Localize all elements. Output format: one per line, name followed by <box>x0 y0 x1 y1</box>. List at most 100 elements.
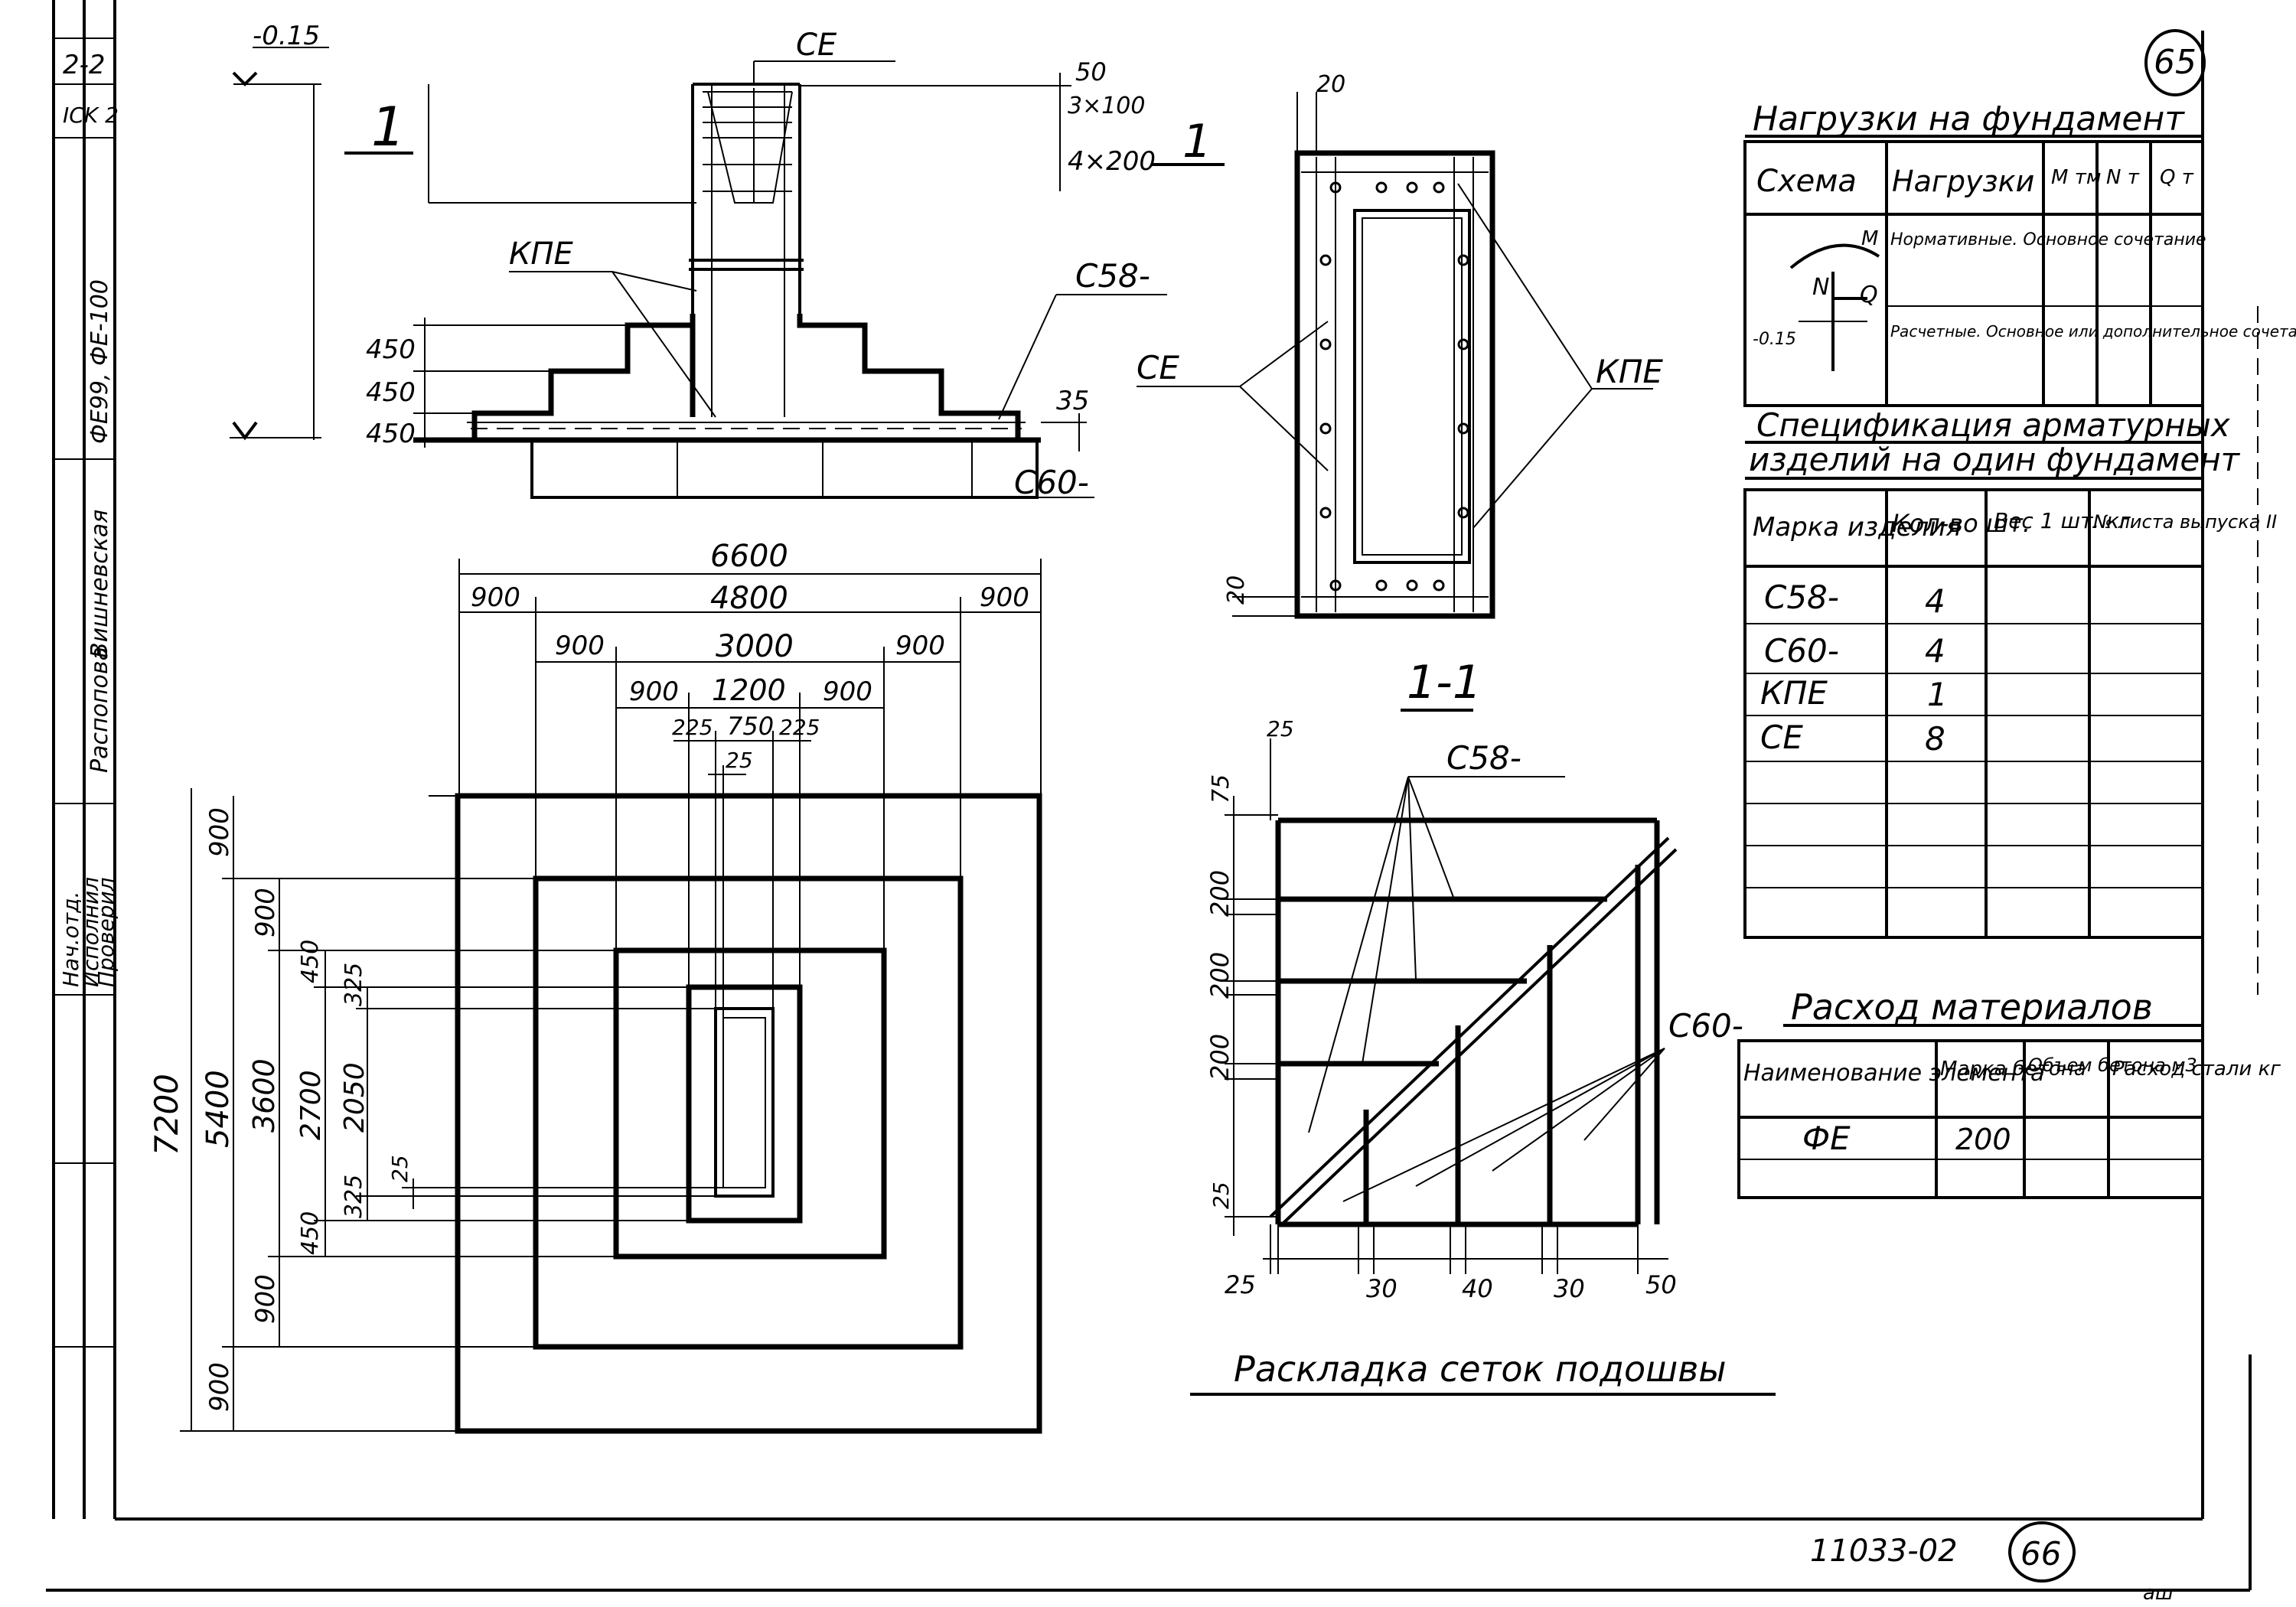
materials-grade-1: 200 <box>1955 1123 2011 1156</box>
loads-table: Нагрузки на фундамент Схема Нагрузки М т… <box>1743 99 2296 407</box>
column-label-kpe: КПЕ <box>1596 353 1663 390</box>
spec-qty-4: 8 <box>1925 720 1945 758</box>
title-block-code-1: 2-2 <box>63 50 106 80</box>
title-block-row-2: Исполнил <box>78 877 103 987</box>
title-block-product: ФЕ99, ФЕ-100 <box>86 279 113 444</box>
scheme-n: N <box>1812 274 1829 301</box>
spec-mark-4: СЕ <box>1760 719 1803 756</box>
plan-dim-325-bottom: 325 <box>341 1175 367 1218</box>
section-dim-40: 40 <box>1462 1274 1493 1303</box>
loads-header-scheme: Схема <box>1756 164 1857 199</box>
plan-dim-900-d: 900 <box>895 631 945 661</box>
plan-dim-25-v: 25 <box>387 1155 413 1182</box>
plan-dim-900-a: 900 <box>471 582 520 613</box>
section-dim-200-3: 200 <box>1205 1034 1234 1081</box>
plan-dim-3000: 3000 <box>716 629 794 664</box>
plan-dim-900-e: 900 <box>629 676 679 707</box>
materials-title: Расход материалов <box>1791 986 2153 1028</box>
section-dim-30-b: 30 <box>1554 1274 1585 1303</box>
loads-header-n: N т <box>2106 166 2140 189</box>
dim-450-2: 450 <box>366 377 416 408</box>
spec-header-mark: Марка изделия <box>1753 512 1962 543</box>
elevation-label-ce: СЕ <box>796 28 837 63</box>
section-dim-200-2: 200 <box>1205 952 1234 999</box>
scheme-q: Q <box>1860 282 1878 308</box>
scheme-level: -0.15 <box>1753 330 1796 349</box>
column-label-ce: СЕ <box>1137 349 1179 386</box>
materials-header-volume: Объем бетона м3 <box>2028 1054 2197 1076</box>
dim-50: 50 <box>1075 57 1107 86</box>
spec-qty-2: 4 <box>1925 632 1945 670</box>
page-number-text: 65 <box>2154 43 2197 82</box>
dim-450-1: 450 <box>366 334 416 365</box>
section-label-c58: С58- <box>1446 739 1521 777</box>
spec-mark-3: КПЕ <box>1760 674 1828 712</box>
title-block-name-2: Вишневская <box>86 510 113 658</box>
title-block-row-3: Проверил <box>93 877 119 987</box>
loads-row-2: Расчетные. Основное или дополнительное с… <box>1890 322 2296 341</box>
plan-dim-2700: 2700 <box>295 1070 327 1140</box>
plan-dim-900-top-2: 900 <box>250 888 281 937</box>
plan-dim-900-bottom-2: 900 <box>250 1274 281 1324</box>
loads-row-1: Нормативные. Основное сочетание <box>1890 230 2206 249</box>
title-block-name-1: Распопова <box>86 647 113 773</box>
plan-dim-3600: 3600 <box>247 1058 281 1133</box>
plan-dim-6600: 6600 <box>710 539 788 574</box>
spec-mark-2: С60- <box>1764 632 1839 670</box>
spec-qty-3: 1 <box>1927 676 1948 713</box>
dim-4x200: 4×200 <box>1068 146 1156 177</box>
section-1-1: 1-1 С58- С60- <box>1190 656 1776 1396</box>
plan-dim-7200: 7200 <box>148 1074 185 1156</box>
section-title: 1-1 <box>1407 656 1482 709</box>
loads-header-loads: Нагрузки <box>1892 165 2034 198</box>
section-label-c60: С60- <box>1668 1007 1743 1045</box>
section-dim-200-1: 200 <box>1205 870 1234 917</box>
plan-dim-225-a: 225 <box>672 715 713 740</box>
corner-mark: аш <box>2143 1582 2174 1605</box>
next-page: 66 <box>2020 1535 2061 1573</box>
spec-header-qty: Кол-во шт. <box>1892 509 2030 538</box>
elevation-mark: 1 <box>371 96 406 158</box>
plan-dim-25: 25 <box>726 748 753 773</box>
page-number: 65 <box>2144 29 2206 96</box>
spec-header-sheet: № листа выпуска II <box>2092 511 2277 533</box>
column-dim-bottom: 20 <box>1223 575 1250 605</box>
column-cross-section: 20 20 СЕ КПЕ <box>1137 71 1663 619</box>
plan-dim-2050: 2050 <box>339 1062 370 1133</box>
plan-dim-450-bottom: 450 <box>297 1211 324 1255</box>
scheme-m: M <box>1861 227 1878 250</box>
plan-dim-1200: 1200 <box>712 673 786 707</box>
plan-dim-450-top: 450 <box>297 940 324 983</box>
plan-dim-4800: 4800 <box>710 581 788 616</box>
plan-dim-900-f: 900 <box>823 676 872 707</box>
spec-title-1: Спецификация арматурных <box>1756 406 2231 444</box>
section-dim-25-v: 25 <box>1208 1182 1234 1209</box>
section-dim-25-b: 25 <box>1225 1270 1256 1299</box>
plan-dim-900-top: 900 <box>204 807 235 857</box>
dim-35: 35 <box>1056 386 1089 416</box>
loads-header-q: Q т <box>2160 166 2194 189</box>
spec-header-weight: Вес 1 шт. кг <box>1994 508 2131 533</box>
spec-mark-1: С58- <box>1764 579 1839 616</box>
elevation-section-mark: 1 <box>1182 115 1212 168</box>
spec-qty-1: 4 <box>1925 582 1945 620</box>
column-dim-top: 20 <box>1316 71 1345 98</box>
loads-header-m: М тм <box>2051 166 2101 189</box>
plan-dim-900-bottom: 900 <box>204 1362 235 1412</box>
section-dim-50: 50 <box>1645 1270 1677 1299</box>
loads-table-title: Нагрузки на фундамент <box>1753 99 2185 139</box>
elevation-label-kpe: КПЕ <box>509 236 573 272</box>
section-dim-75: 75 <box>1208 774 1234 804</box>
materials-element-1: ФЕ <box>1802 1120 1851 1157</box>
foundation-elevation: -0.15 1 СЕ 50 3×100 4×2 <box>230 21 1225 501</box>
materials-header-steel: Расход стали кг <box>2112 1058 2281 1081</box>
doc-code: 11033-02 <box>1810 1534 1958 1569</box>
title-block: 2-2 ICK 2 ФЕ99, ФЕ-100 Распопова Вишневс… <box>52 0 119 1519</box>
title-block-row-1: Нач.отд. <box>58 892 83 987</box>
plan-dim-325-top: 325 <box>341 963 367 1006</box>
spec-title-2: изделий на один фундамент <box>1749 441 2241 478</box>
dim-450-3: 450 <box>366 419 416 449</box>
plan-dim-900-c: 900 <box>555 631 605 661</box>
title-block-code-2: ICK 2 <box>63 103 119 128</box>
